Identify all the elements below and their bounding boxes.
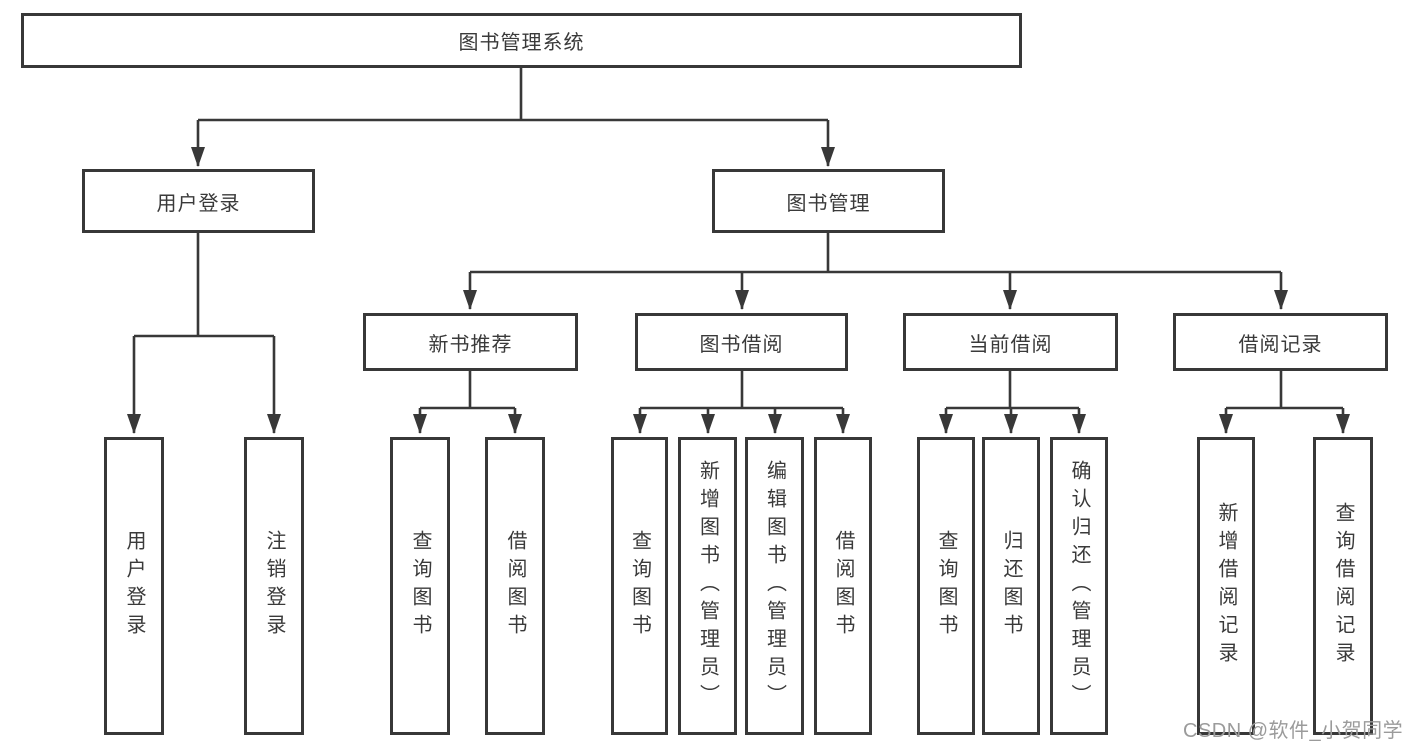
node-new-book-recommend: 新书推荐 <box>363 313 578 371</box>
leaf-label: 用户登录 <box>123 530 145 642</box>
node-user-login: 用户登录 <box>82 169 315 233</box>
leaf-confirm-return-admin: 确认归还（管理员） <box>1050 437 1108 735</box>
leaf-add-books-admin: 新增图书（管理员） <box>678 437 737 735</box>
leaf-query-books-recommend: 查询图书 <box>390 437 450 735</box>
node-library-management-system: 图书管理系统 <box>21 13 1022 68</box>
node-book-management: 图书管理 <box>712 169 945 233</box>
leaf-label: 新增图书（管理员） <box>696 460 719 712</box>
leaf-label: 编辑图书（管理员） <box>763 460 786 712</box>
leaf-label: 新增借阅记录 <box>1215 502 1237 670</box>
leaf-label: 查询借阅记录 <box>1332 502 1354 670</box>
leaf-label: 查询图书 <box>628 530 651 642</box>
watermark: CSDN @软件_小贺同学 <box>1183 720 1404 742</box>
leaf-label: 确认归还（管理员） <box>1068 460 1090 712</box>
leaf-return-books: 归还图书 <box>982 437 1040 735</box>
node-borrowing-records: 借阅记录 <box>1173 313 1388 371</box>
leaf-label: 注销登录 <box>263 530 285 642</box>
node-current-borrowing: 当前借阅 <box>903 313 1118 371</box>
leaf-label: 查询图书 <box>935 530 957 642</box>
leaf-label: 借阅图书 <box>832 530 854 642</box>
leaf-logout: 注销登录 <box>244 437 304 735</box>
leaf-label: 查询图书 <box>409 530 431 642</box>
leaf-query-books-borrow: 查询图书 <box>611 437 668 735</box>
node-book-borrowing: 图书借阅 <box>635 313 848 371</box>
leaf-label: 归还图书 <box>1000 530 1022 642</box>
leaf-query-borrow-record: 查询借阅记录 <box>1313 437 1373 735</box>
leaf-add-borrow-record: 新增借阅记录 <box>1197 437 1255 735</box>
leaf-user-login: 用户登录 <box>104 437 164 735</box>
leaf-borrow-books: 借阅图书 <box>814 437 872 735</box>
leaf-edit-books-admin: 编辑图书（管理员） <box>745 437 804 735</box>
leaf-label: 借阅图书 <box>504 530 526 642</box>
leaf-query-books-current: 查询图书 <box>917 437 975 735</box>
leaf-borrow-books-recommend: 借阅图书 <box>485 437 545 735</box>
